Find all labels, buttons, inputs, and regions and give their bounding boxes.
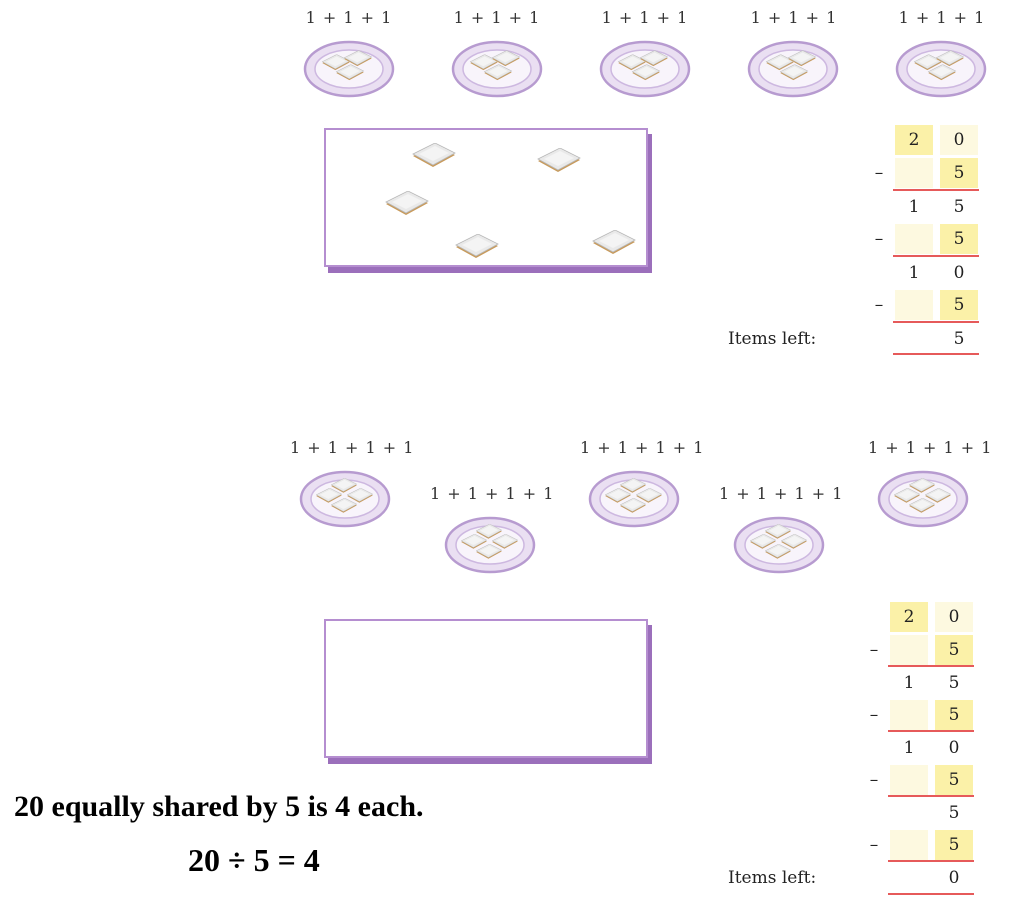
- digit: 0: [953, 263, 965, 283]
- minus-sign: –: [869, 835, 879, 855]
- digit-blank: [895, 158, 933, 188]
- subtract-line: [893, 353, 979, 355]
- plate-label: 1 + 1 + 1 + 1: [290, 438, 415, 457]
- subtract-line: [893, 255, 979, 257]
- digit: 0: [940, 125, 978, 155]
- plate-icon: [588, 470, 680, 528]
- subtract-line: [888, 860, 974, 862]
- digit: 1: [903, 673, 915, 693]
- digit-blank: [890, 830, 928, 860]
- plate-icon: [733, 516, 825, 574]
- digit: 5: [935, 700, 973, 730]
- minus-sign: –: [869, 640, 879, 660]
- plate-label: 1 + 1 + 1 + 1: [868, 438, 993, 457]
- subtract-line: [893, 189, 979, 191]
- subtract-line: [888, 730, 974, 732]
- digit-blank: [890, 700, 928, 730]
- digit: [890, 863, 928, 893]
- plate-icon: [444, 516, 536, 574]
- digit: 0: [948, 738, 960, 758]
- digit: 1: [908, 263, 920, 283]
- minus-sign: –: [874, 295, 884, 315]
- minus-sign: –: [874, 229, 884, 249]
- items-left-label: Items left:: [728, 868, 817, 888]
- digit: [890, 798, 928, 828]
- tile-icon: [411, 143, 457, 169]
- digit: 1: [908, 197, 920, 217]
- digit: 5: [948, 673, 960, 693]
- digit: 2: [895, 125, 933, 155]
- plate-label: 1 + 1 + 1 + 1: [580, 438, 705, 457]
- items-left-label: Items left:: [728, 329, 817, 349]
- digit: 1: [903, 738, 915, 758]
- division-statement: 20 equally shared by 5 is 4 each.: [14, 790, 424, 823]
- plate-icon: [747, 40, 839, 98]
- plate-label: 1 + 1 + 1: [453, 8, 541, 27]
- division-equation: 20 ÷ 5 = 4: [188, 842, 320, 878]
- minus-sign: –: [869, 705, 879, 725]
- tile-icon: [454, 234, 500, 260]
- digit: 5: [935, 765, 973, 795]
- digit: 5: [948, 803, 960, 823]
- plate-icon: [303, 40, 395, 98]
- digit: 5: [935, 830, 973, 860]
- digit: 0: [948, 868, 960, 888]
- digit: 5: [935, 635, 973, 665]
- items-box: [324, 128, 648, 267]
- digit: 5: [940, 224, 978, 254]
- subtract-line: [888, 665, 974, 667]
- tile-icon: [384, 191, 430, 217]
- digit: 5: [940, 158, 978, 188]
- digit-blank: [895, 224, 933, 254]
- plate-icon: [599, 40, 691, 98]
- plate-label: 1 + 1 + 1: [601, 8, 689, 27]
- digit: 2: [890, 602, 928, 632]
- plate-icon: [895, 40, 987, 98]
- plate-label: 1 + 1 + 1 + 1: [430, 484, 555, 503]
- digit: 0: [935, 602, 973, 632]
- digit-blank: [890, 765, 928, 795]
- plate-label: 1 + 1 + 1: [750, 8, 838, 27]
- digit: 5: [953, 329, 965, 349]
- digit: [895, 324, 933, 354]
- minus-sign: –: [869, 770, 879, 790]
- items-box-empty: [324, 619, 648, 758]
- subtract-line: [893, 321, 979, 323]
- plate-label: 1 + 1 + 1 + 1: [719, 484, 844, 503]
- subtract-line: [888, 795, 974, 797]
- tile-icon: [536, 148, 582, 174]
- plate-label: 1 + 1 + 1: [898, 8, 986, 27]
- plate-icon: [451, 40, 543, 98]
- plate-label: 1 + 1 + 1: [305, 8, 393, 27]
- digit-blank: [890, 635, 928, 665]
- digit: 5: [953, 197, 965, 217]
- plate-icon: [299, 470, 391, 528]
- subtract-line: [888, 893, 974, 895]
- plate-icon: [877, 470, 969, 528]
- digit: 5: [940, 290, 978, 320]
- minus-sign: –: [874, 163, 884, 183]
- tile-icon: [591, 230, 637, 256]
- digit-blank: [895, 290, 933, 320]
